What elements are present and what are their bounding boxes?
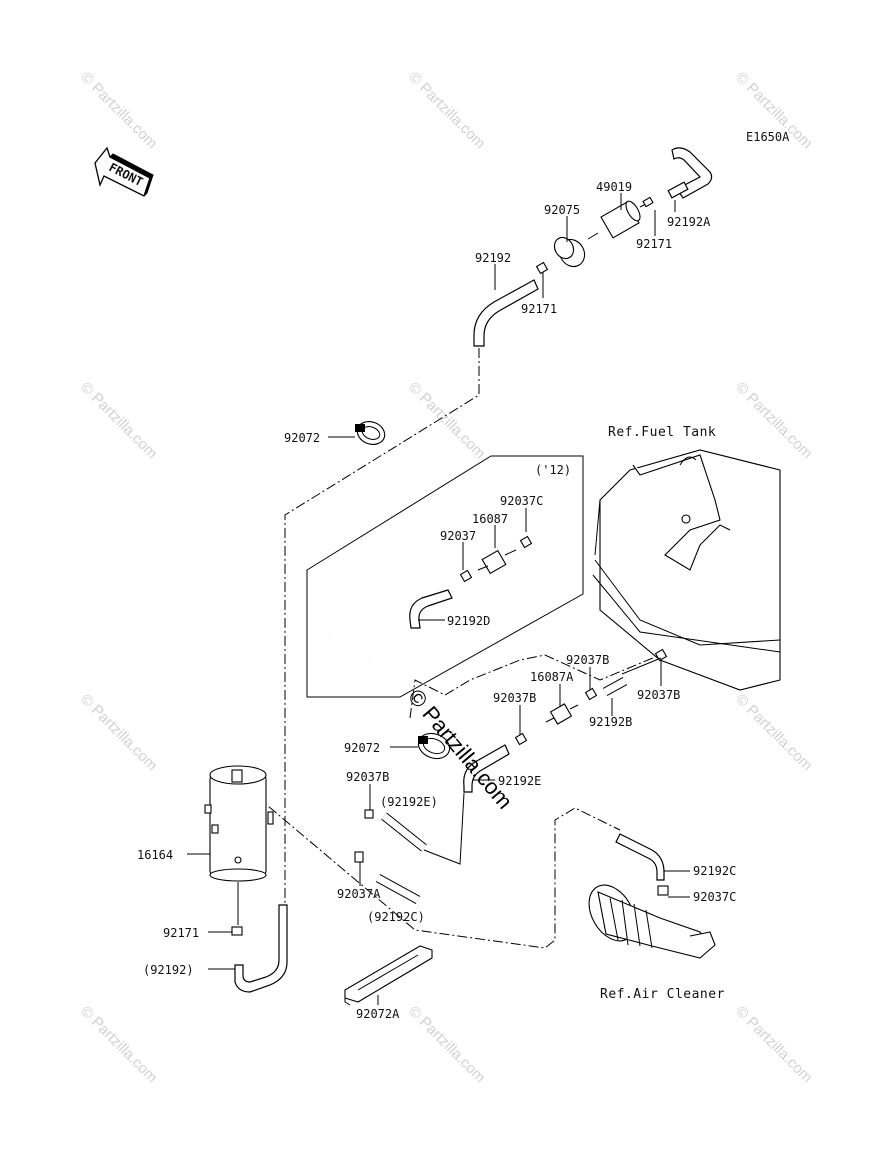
part-label-16164: 16164 bbox=[137, 848, 173, 862]
clip-92037C bbox=[657, 885, 669, 896]
part-label-92192A: 92192A bbox=[667, 215, 711, 229]
clamp-92075 bbox=[553, 236, 586, 268]
part-label-49019: 49019 bbox=[596, 180, 632, 194]
clip-92037B bbox=[584, 687, 598, 701]
part-label-92192E: 92192E bbox=[498, 774, 541, 788]
routing-lines bbox=[254, 348, 736, 949]
part-label-92192-paren: (92192) bbox=[143, 963, 194, 977]
part-label-92037B: 92037B bbox=[566, 653, 609, 667]
part-label-92192C-paren: (92192C) bbox=[367, 910, 425, 924]
clip-92037B-left bbox=[364, 809, 374, 819]
part-label-92072: 92072 bbox=[284, 431, 320, 445]
canister-16164 bbox=[204, 765, 274, 882]
watermark: © Partzilla.com bbox=[77, 1003, 160, 1086]
clip-92171 bbox=[535, 261, 549, 275]
part-label-92037B: 92037B bbox=[493, 691, 536, 705]
watermark: © Partzilla.com bbox=[732, 379, 815, 462]
part-label-92072: 92072 bbox=[344, 741, 380, 755]
watermark: © Partzilla.com bbox=[405, 69, 488, 152]
hose-92192E bbox=[463, 744, 510, 793]
clamp-92072-mid bbox=[417, 732, 451, 760]
part-label-92171: 92171 bbox=[163, 926, 199, 940]
watermark: © Partzilla.com bbox=[77, 691, 160, 774]
part-label-92072A: 92072A bbox=[356, 1007, 400, 1021]
hose-92192 bbox=[473, 279, 539, 347]
reference-fuel-tank: Ref.Fuel Tank bbox=[608, 425, 716, 440]
variant-box-label: ('12) bbox=[535, 463, 571, 477]
clip-92171-bottom bbox=[231, 926, 243, 936]
clip-92037A bbox=[354, 851, 364, 863]
watermark: © Partzilla.com bbox=[77, 379, 160, 462]
watermark: © Partzilla.com bbox=[77, 69, 160, 152]
clamp-92072-top bbox=[355, 421, 386, 445]
part-label-92037B: 92037B bbox=[637, 688, 680, 702]
watermark: © Partzilla.com bbox=[732, 1003, 815, 1086]
hose-92192B bbox=[603, 677, 627, 696]
bracket-92072A bbox=[344, 945, 433, 1006]
diagram-code: E1650A bbox=[746, 130, 790, 144]
part-labels: 49019 92075 92192A 92171 92192 92171 920… bbox=[137, 180, 736, 1021]
air-cleaner-reference bbox=[588, 884, 716, 959]
hose-92192-paren bbox=[234, 904, 288, 993]
variant-box-2012: ('12) bbox=[306, 455, 584, 698]
part-label-92192E-paren: (92192E) bbox=[380, 795, 438, 809]
part-label-92037B: 92037B bbox=[346, 770, 389, 784]
hose-92192C bbox=[615, 833, 665, 881]
hose-92192A bbox=[667, 147, 713, 199]
part-label-92171: 92171 bbox=[521, 302, 557, 316]
hose-92192C-paren bbox=[376, 874, 420, 904]
watermark: © Partzilla.com bbox=[732, 691, 815, 774]
part-label-92037C: 92037C bbox=[500, 494, 543, 508]
part-label-92192B: 92192B bbox=[589, 715, 632, 729]
hose-92192E-paren bbox=[381, 813, 427, 851]
reference-air-cleaner: Ref.Air Cleaner bbox=[600, 987, 725, 1002]
clip-92037B bbox=[514, 732, 528, 746]
part-label-92075: 92075 bbox=[544, 203, 580, 217]
watermark: © Partzilla.com bbox=[405, 379, 488, 462]
fuel-tank-reference bbox=[592, 449, 781, 691]
leader-lines bbox=[187, 193, 690, 1005]
part-label-92037: 92037 bbox=[440, 529, 476, 543]
part-label-16087: 16087 bbox=[472, 512, 508, 526]
clip-92037B bbox=[654, 648, 668, 662]
valve-16087A bbox=[545, 703, 579, 725]
watermark: © Partzilla.com bbox=[405, 1003, 488, 1086]
part-label-92037A: 92037A bbox=[337, 887, 381, 901]
part-label-92192D: 92192D bbox=[447, 614, 490, 628]
part-label-92171: 92171 bbox=[636, 237, 672, 251]
part-label-16087A: 16087A bbox=[530, 670, 574, 684]
fuel-filter-49019 bbox=[587, 196, 654, 240]
part-label-92192: 92192 bbox=[475, 251, 511, 265]
front-arrow-icon: FRONT bbox=[94, 146, 154, 197]
part-label-92037C: 92037C bbox=[693, 890, 736, 904]
part-label-92192C: 92192C bbox=[693, 864, 736, 878]
